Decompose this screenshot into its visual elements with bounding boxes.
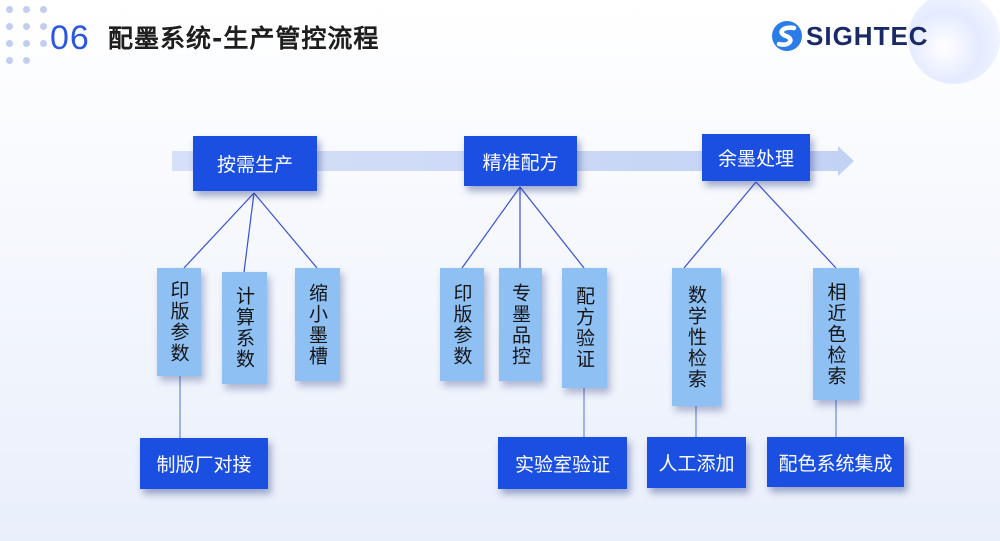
subitem-mathematical-search: 数学性检索 [672, 268, 721, 406]
subitem-similar-color-search: 相近色检索 [813, 268, 859, 400]
slide-title: 配墨系统-生产管控流程 [108, 24, 380, 53]
outcome-color-system-integration: 配色系统集成 [767, 437, 904, 487]
outcome-lab-verification: 实验室验证 [498, 437, 627, 489]
subitem-calculation-coefficient: 计算系数 [222, 272, 267, 384]
subitem-formula-verification: 配方验证 [562, 268, 607, 388]
outcome-lines [179, 376, 837, 438]
outcome-plate-maker-integration: 制版厂对接 [140, 438, 268, 489]
logo-text: SIGHTEC [806, 21, 929, 51]
slide-number: 06 [50, 19, 90, 57]
subitem-special-ink-qc: 专墨品控 [499, 268, 542, 381]
logo-s-icon [772, 21, 802, 51]
stage-precise-formula: 精准配方 [464, 136, 577, 186]
subitem-reduce-ink-tank: 缩小墨槽 [295, 268, 340, 381]
subitem-plate-parameters-2: 印版参数 [440, 268, 484, 381]
logo-swoosh-decoration [908, 0, 1000, 84]
stage-surplus-ink-handling: 余墨处理 [702, 134, 810, 181]
brand-logo: SIGHTEC [770, 0, 1000, 84]
stage-on-demand-production: 按需生产 [193, 136, 317, 191]
outcome-manual-addition: 人工添加 [647, 437, 746, 488]
subitem-plate-parameters-1: 印版参数 [157, 268, 201, 376]
decorative-dot-grid [6, 6, 52, 76]
connector-lines [183, 181, 837, 273]
